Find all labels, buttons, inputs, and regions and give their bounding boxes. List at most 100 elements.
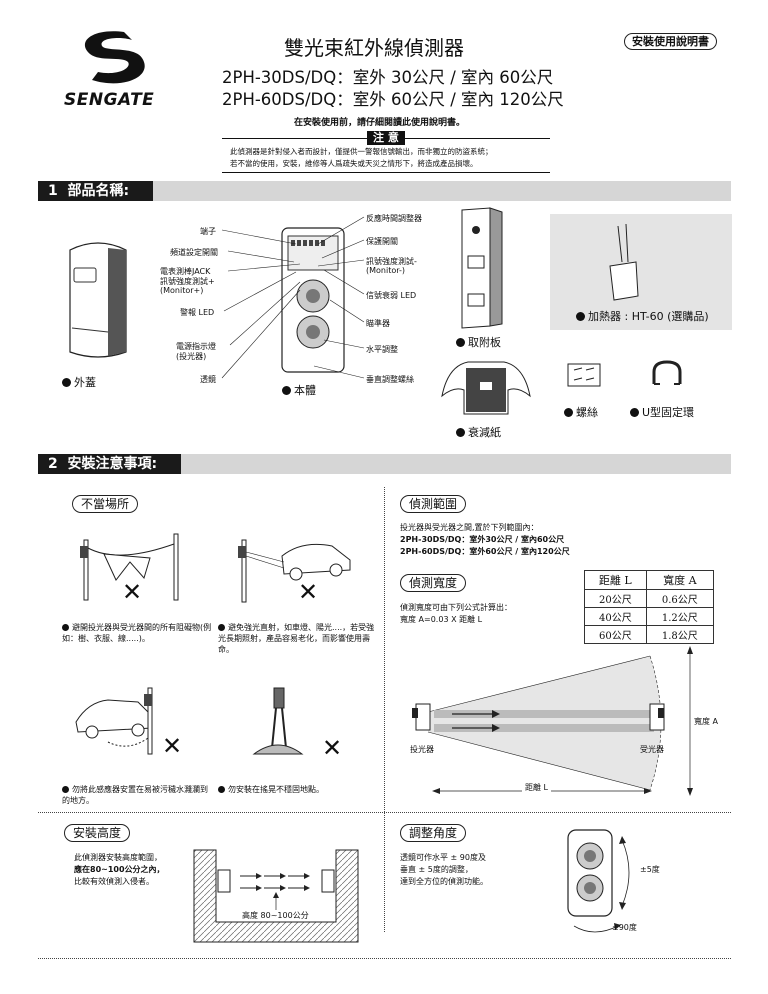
label-monitor-minus: 訊號強度測試- bbox=[366, 257, 417, 266]
sengate-logo-icon bbox=[84, 31, 145, 84]
label-monitor-plus: 訊號強度測試+ bbox=[160, 277, 215, 286]
horizontal-divider-2 bbox=[38, 958, 731, 959]
improper-unstable-illustration: ✕ bbox=[252, 687, 342, 762]
improper-water-illustration: ✕ bbox=[75, 687, 182, 760]
read-first-note: 在安裝使用前，請仔細閱讀此使用說明書。 bbox=[294, 118, 466, 128]
angle-horizontal-label: ±90度 bbox=[612, 923, 637, 932]
part-attenuator-label: 衰減紙 bbox=[456, 424, 501, 440]
heater-box: 加熱器 : HT-60 (選購品) bbox=[550, 214, 732, 330]
model-line-2: 2PH-60DS/DQ：室外 60公尺 / 室內 120公尺 bbox=[222, 90, 564, 109]
angle-text-2: 垂直 ± 5度的調整， bbox=[400, 865, 473, 874]
label-terminal: 端子 bbox=[200, 227, 216, 236]
svg-text:✕: ✕ bbox=[322, 734, 342, 762]
improper-note-1: 避開投光器與受光器間的所有阻礙物(例如：樹、衣服、線.....)。 bbox=[62, 623, 212, 643]
table-row: 40公尺 1.2公尺 bbox=[584, 607, 715, 626]
distance-width-table: 距離 L 寬度 A 20公尺 0.6公尺 40公尺 1.2公尺 60公尺 1.8… bbox=[584, 570, 715, 644]
receiver-label: 受光器 bbox=[640, 745, 664, 754]
height-text-3: 比較有效偵測入侵者。 bbox=[74, 877, 154, 886]
table-cell: 40公尺 bbox=[584, 607, 647, 626]
u-ring-illustration bbox=[652, 360, 682, 385]
table-row: 60公尺 1.8公尺 bbox=[584, 625, 715, 644]
width-line-1: 偵測寬度可由下列公式計算出： bbox=[400, 603, 512, 612]
angle-heading: 調整角度 bbox=[400, 824, 467, 842]
part-cover-label: 外蓋 bbox=[62, 374, 96, 390]
distance-l-label: 距離 L bbox=[522, 782, 551, 793]
page-title: 雙光束紅外線偵測器 bbox=[284, 36, 464, 60]
improper-heading: 不當場所 bbox=[72, 495, 139, 513]
doc-badge: 安裝使用說明書 bbox=[624, 33, 717, 50]
label-power-led: 電源指示燈 bbox=[176, 342, 216, 351]
height-range-label: 高度 80~100公分 bbox=[240, 910, 311, 921]
label-tamper-switch: 保護開關 bbox=[366, 237, 398, 246]
label-projector: (投光器) bbox=[176, 352, 207, 361]
label-sight: 瞄準器 bbox=[366, 319, 390, 328]
table-header-distance: 距離 L bbox=[584, 570, 647, 590]
section-1-heading: 1 部品名稱: bbox=[38, 181, 154, 201]
projector-label: 投光器 bbox=[410, 745, 434, 754]
width-a-label: 寬度 A bbox=[694, 717, 719, 726]
range-intro: 投光器與受光器之間,置於下列範圍內： bbox=[400, 523, 539, 532]
range-line-1: 2PH-30DS/DQ：室外30公尺 / 室內60公尺 bbox=[400, 535, 565, 544]
section-2-bar: 2 安裝注意事項: bbox=[38, 454, 731, 474]
attenuator-illustration bbox=[441, 361, 531, 415]
label-horizontal-adjust: 水平調整 bbox=[366, 345, 398, 354]
height-diagram bbox=[193, 849, 359, 943]
section-1-bar: 1 部品名稱: bbox=[38, 181, 731, 201]
table-header-width: 寬度 A bbox=[645, 570, 715, 590]
angle-diagram bbox=[567, 829, 630, 933]
model-line-1: 2PH-30DS/DQ：室外 30公尺 / 室內 60公尺 bbox=[222, 68, 554, 87]
height-text-2: 應在80~100公分之內， bbox=[74, 865, 165, 874]
plate-illustration bbox=[461, 207, 503, 329]
table-cell: 0.6公尺 bbox=[645, 589, 715, 608]
improper-note-2: 避免強光直射，如車燈、陽光....，若受強光長期照射，產品容易老化，而影響使用壽… bbox=[218, 623, 375, 654]
improper-note-4: 勿安裝在搖晃不穩固地點。 bbox=[218, 784, 324, 795]
brand-logo: SENGATE bbox=[62, 28, 172, 114]
leader-lines bbox=[221, 216, 365, 379]
part-heater-label: 加熱器 : HT-60 (選購品) bbox=[576, 308, 709, 324]
section-2-heading: 2 安裝注意事項: bbox=[38, 454, 182, 474]
table-header-row: 距離 L 寬度 A bbox=[584, 570, 715, 590]
label-response-time: 反應時間調整器 bbox=[366, 214, 422, 223]
part-plate-label: 取附板 bbox=[456, 334, 501, 350]
height-heading: 安裝高度 bbox=[64, 824, 131, 842]
svg-text:✕: ✕ bbox=[298, 578, 318, 606]
heater-icon bbox=[609, 223, 639, 301]
part-screws-label: 螺絲 bbox=[564, 404, 598, 420]
label-monitor-plus-en: (Monitor+) bbox=[160, 286, 204, 295]
notice-line-2: 若不當的使用，安裝，維修等人爲疏失或天災之情形下，將造成產品損壞。 bbox=[230, 159, 478, 168]
part-body-label: 本體 bbox=[282, 382, 316, 398]
width-line-2: 寬度 A=0.03 X 距離 L bbox=[400, 615, 483, 624]
label-monitor-minus-en: (Monitor-) bbox=[366, 266, 406, 275]
svg-text:✕: ✕ bbox=[162, 732, 182, 760]
label-vertical-screw: 垂直調整螺絲 bbox=[366, 375, 414, 384]
label-alarm-led: 警報 LED bbox=[180, 308, 215, 317]
notice-box: 注 意 此偵測器是針對侵入者而設計，僅提供一警報信號輸出，而非獨立的防盜系統； … bbox=[222, 131, 550, 173]
range-heading: 偵測範圍 bbox=[400, 495, 467, 513]
screws-illustration bbox=[567, 363, 601, 387]
table-cell: 20公尺 bbox=[584, 589, 647, 608]
height-text-1: 此偵測器安裝高度範圍， bbox=[74, 853, 162, 862]
notice-line-1: 此偵測器是針對侵入者而設計，僅提供一警報信號輸出，而非獨立的防盜系統； bbox=[230, 147, 493, 156]
label-weak-signal-led: 信號衰弱 LED bbox=[366, 291, 417, 300]
label-channel-switch: 頻道設定開關 bbox=[170, 248, 218, 257]
beam-cone-diagram bbox=[412, 646, 693, 796]
improper-car-illustration: ✕ bbox=[238, 539, 351, 606]
vertical-divider bbox=[384, 487, 385, 932]
part-u-ring-label: U型固定環 bbox=[630, 404, 694, 420]
angle-text-1: 透鏡可作水平 ± 90度及 bbox=[400, 853, 486, 862]
notice-title: 注 意 bbox=[367, 131, 405, 145]
range-line-2: 2PH-60DS/DQ：室外60公尺 / 室內120公尺 bbox=[400, 547, 570, 556]
table-cell: 1.8公尺 bbox=[645, 625, 715, 644]
angle-vertical-label: ±5度 bbox=[640, 865, 660, 874]
improper-tree-illustration: ✕ bbox=[80, 533, 179, 604]
label-meter-jack: 電表測棒JACK bbox=[160, 267, 211, 276]
angle-text-3: 達到全方位的偵測功能。 bbox=[400, 877, 488, 886]
cover-illustration bbox=[69, 242, 127, 358]
svg-text:✕: ✕ bbox=[122, 578, 142, 604]
horizontal-divider-1 bbox=[38, 812, 731, 813]
table-cell: 1.2公尺 bbox=[645, 607, 715, 626]
label-lens: 透鏡 bbox=[200, 375, 216, 384]
improper-note-3: 勿將此感應器安置在易被污穢水濺瀾到的地方。 bbox=[62, 785, 208, 805]
brand-name: SENGATE bbox=[64, 90, 155, 110]
table-row: 20公尺 0.6公尺 bbox=[584, 589, 715, 608]
